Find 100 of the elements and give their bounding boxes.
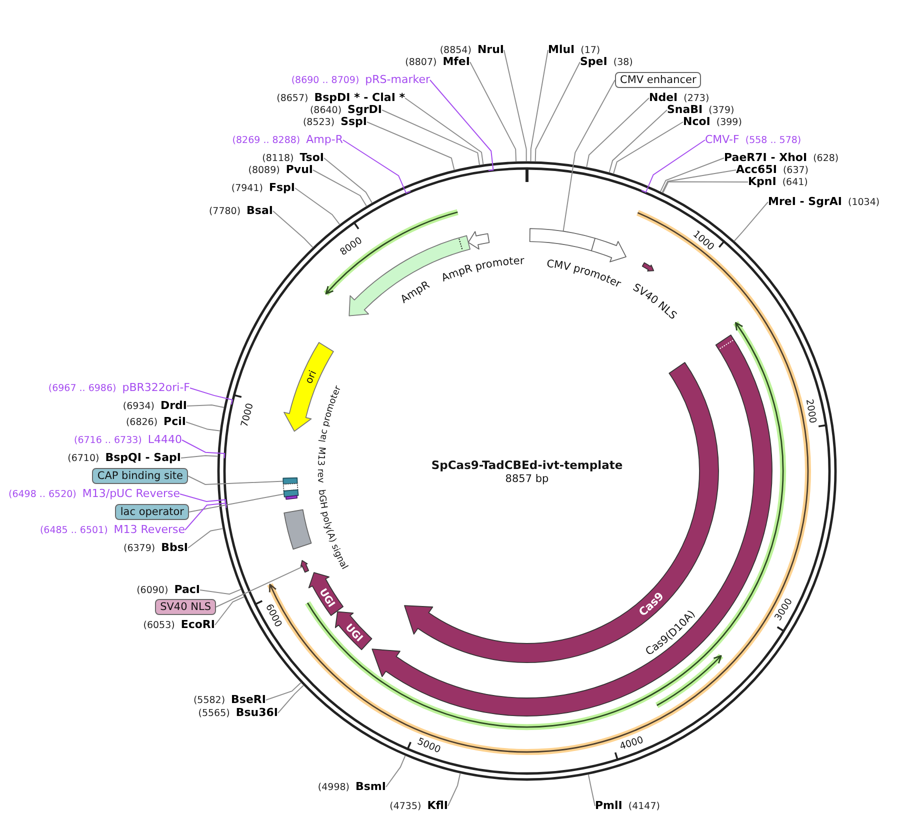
site-position: (8118) bbox=[262, 153, 294, 164]
leader-line bbox=[386, 755, 406, 788]
enzyme-name: EcoRI bbox=[180, 619, 215, 630]
enzyme-name: Bsu36I bbox=[236, 707, 278, 718]
leader-line bbox=[534, 62, 580, 162]
enzyme-name: NdeI bbox=[649, 92, 678, 103]
tick-label: 6000 bbox=[263, 602, 284, 629]
leader-line bbox=[612, 122, 684, 174]
leader-line bbox=[588, 774, 596, 806]
site-position: (6379) bbox=[124, 543, 156, 554]
primer-name: L4440 bbox=[148, 434, 182, 445]
primer-position: (6498 .. 6520) bbox=[8, 489, 76, 500]
leader-line bbox=[342, 140, 411, 194]
leader-line bbox=[530, 50, 548, 162]
enzyme-name: PaeR7I - XhoI bbox=[724, 152, 808, 163]
leader-line bbox=[734, 202, 768, 242]
leader-line bbox=[184, 502, 227, 530]
site-position: (641) bbox=[782, 177, 808, 188]
leader-line bbox=[608, 110, 668, 174]
enzyme-name: DrdI bbox=[160, 400, 187, 411]
tick-label: 5000 bbox=[416, 736, 442, 756]
leader-line bbox=[366, 122, 455, 171]
site-position: (5582) bbox=[193, 695, 226, 706]
feature-label: SV40 NLS bbox=[155, 599, 216, 615]
enzyme-name: BseRI bbox=[231, 694, 266, 705]
leader-line bbox=[188, 493, 285, 512]
primer-position: (8690 .. 8709) bbox=[291, 75, 360, 86]
site-position: (637) bbox=[782, 165, 809, 176]
site-position: (6934) bbox=[122, 401, 154, 412]
primer-name: Amp-R bbox=[306, 134, 343, 145]
enzyme-name: BspQI - SapI bbox=[105, 452, 181, 463]
primer-name: pBR322ori-F bbox=[122, 382, 190, 393]
leader-line bbox=[382, 110, 480, 166]
site-position: (379) bbox=[708, 105, 734, 116]
enzyme-name: SpeI bbox=[580, 56, 608, 67]
enzyme-name: SgrDI bbox=[348, 104, 382, 115]
site-position: (273) bbox=[684, 93, 710, 104]
leader-line bbox=[312, 170, 368, 207]
leader-line bbox=[324, 158, 373, 204]
feature-label: CAP binding site bbox=[92, 468, 188, 484]
sequence-length: 8857 bp bbox=[505, 473, 549, 486]
site-position: (8640) bbox=[310, 105, 342, 116]
primer-position: (6485 .. 6501) bbox=[40, 525, 108, 536]
primer-name: CMV-F bbox=[705, 134, 740, 145]
tick-label: 2000 bbox=[803, 398, 818, 424]
primer-name: M13 Reverse bbox=[114, 524, 185, 535]
site-position: (8807) bbox=[405, 57, 437, 68]
site-position: (7780) bbox=[208, 206, 241, 217]
leader-line bbox=[180, 455, 218, 458]
leader-line bbox=[662, 181, 748, 194]
tick-label: 7000 bbox=[239, 402, 256, 428]
enzyme-name: SnaBI bbox=[667, 104, 703, 115]
leader-line bbox=[660, 158, 724, 192]
leader-line bbox=[430, 80, 494, 171]
site-position: (38) bbox=[613, 57, 633, 68]
site-position: (7941) bbox=[231, 183, 263, 194]
site-position: (8657) bbox=[276, 93, 308, 104]
leader-line bbox=[278, 684, 304, 714]
primer-name: M13/pUC Reverse bbox=[82, 488, 180, 499]
leader-line bbox=[182, 440, 226, 459]
enzyme-name: SspI bbox=[340, 116, 367, 127]
primer-position: (558 .. 578) bbox=[745, 135, 802, 146]
leader-line bbox=[214, 596, 245, 626]
enzyme-name: PmlI bbox=[595, 800, 622, 811]
site-position: (5565) bbox=[198, 708, 230, 719]
site-position: (8089) bbox=[248, 165, 280, 176]
leader-line bbox=[190, 388, 234, 406]
feature-label: AmpR promoter bbox=[440, 255, 524, 284]
enzyme-name: Acc65I bbox=[736, 164, 777, 175]
leader-line bbox=[504, 50, 527, 162]
primer-position: (6716 .. 6733) bbox=[74, 435, 142, 446]
feature-label: lac operator bbox=[115, 504, 189, 520]
leader-line bbox=[404, 98, 484, 166]
primer-name: pRS-marker bbox=[365, 74, 430, 85]
leader-line bbox=[266, 682, 302, 700]
site-position: (8523) bbox=[302, 117, 335, 128]
leader-line bbox=[562, 80, 616, 232]
site-position: (6053) bbox=[143, 620, 175, 631]
leader-line bbox=[640, 140, 706, 193]
site-position: (6710) bbox=[68, 453, 100, 464]
leader-line bbox=[586, 98, 650, 168]
enzyme-name: NruI bbox=[477, 44, 504, 55]
site-position: (6090) bbox=[136, 585, 168, 596]
enzyme-name: MreI - SgrAI bbox=[768, 196, 842, 207]
enzyme-name: FspI bbox=[268, 182, 295, 193]
enzyme-name: BsaI bbox=[246, 205, 273, 216]
enzyme-name: PciI bbox=[164, 416, 186, 427]
leader-line bbox=[448, 772, 461, 806]
feature-label: ori bbox=[304, 369, 320, 386]
site-position: (6826) bbox=[126, 417, 158, 428]
enzyme-name: PacI bbox=[174, 584, 200, 595]
site-position: (628) bbox=[813, 153, 839, 164]
site-position: (399) bbox=[716, 117, 742, 128]
primer-position: (6967 .. 6986) bbox=[48, 383, 116, 394]
enzyme-name: PvuI bbox=[286, 164, 313, 175]
feature-label: CMV enhancer bbox=[615, 72, 702, 88]
enzyme-name: BbsI bbox=[161, 542, 188, 553]
leader-line bbox=[186, 422, 221, 432]
leader-line bbox=[180, 494, 226, 505]
site-position: (17) bbox=[580, 45, 600, 56]
